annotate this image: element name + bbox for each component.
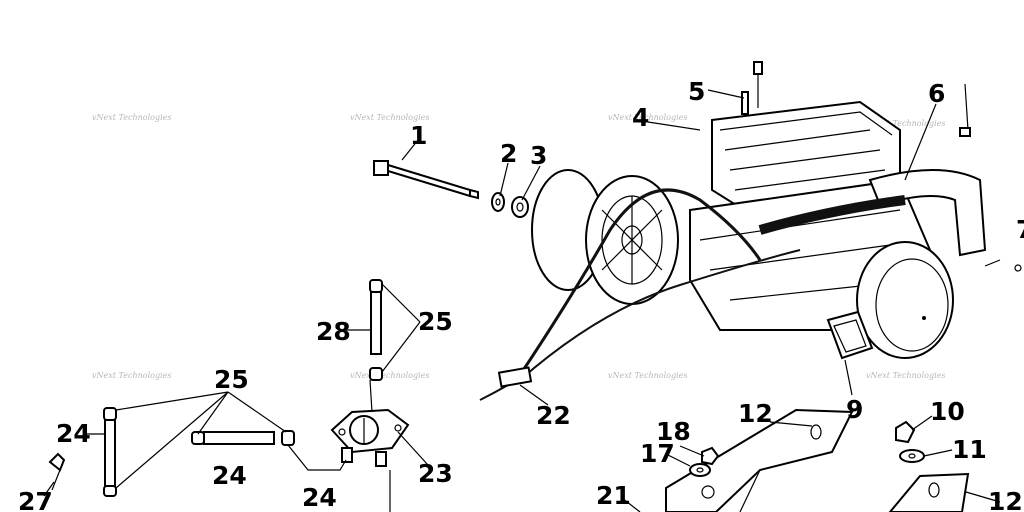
- engine-bracket-part: [888, 472, 970, 512]
- callout-label: 28: [316, 317, 351, 346]
- callout-label: 9: [846, 395, 863, 424]
- nut-part: [895, 420, 916, 444]
- callout-label: 27: [18, 487, 53, 512]
- watermark: vNext Technologies: [92, 113, 171, 122]
- callout-label: 7: [1016, 215, 1024, 244]
- callout-label: 10: [930, 397, 965, 426]
- callout-label: 12: [738, 399, 773, 428]
- tube-part: [103, 407, 117, 497]
- callout-label: 12: [988, 487, 1023, 512]
- callout-label: 6: [928, 79, 945, 108]
- callout-label: 21: [596, 481, 631, 510]
- washer-part: [689, 463, 711, 477]
- spacer-part: [511, 196, 529, 218]
- callout-labels: 1 2 3 4 5 6 7 9 10 11 12 12 17 18 21 22 …: [18, 77, 1024, 512]
- watermark-group: vNext Technologies vNext Technologies vN…: [92, 113, 945, 380]
- callout-label: 22: [536, 401, 571, 430]
- callout-label: 4: [632, 103, 649, 132]
- callout-label: 25: [214, 365, 249, 394]
- nut-part: [701, 446, 720, 466]
- tube-part: [191, 430, 347, 471]
- callout-label: 23: [418, 459, 453, 488]
- bolt-part: [373, 160, 479, 200]
- watermark: vNext Technologies: [92, 371, 171, 380]
- callout-label: 18: [656, 417, 691, 446]
- callout-label: 25: [418, 307, 453, 336]
- washer-part: [491, 192, 505, 212]
- watermark: vNext Technologies: [866, 371, 945, 380]
- engine-bracket-part: [665, 408, 854, 512]
- callout-label: 3: [530, 141, 547, 170]
- wing-nut-part: [48, 452, 66, 491]
- callout-label: 2: [500, 139, 517, 168]
- engine-assembly: [479, 61, 1022, 401]
- callout-label: 11: [952, 435, 987, 464]
- watermark: vNext Technologies: [608, 113, 687, 122]
- washer-part: [899, 449, 925, 463]
- callout-label: 24: [212, 461, 247, 490]
- leader-lines: [43, 89, 1001, 512]
- tube-part: [369, 279, 383, 381]
- callout-label: 17: [640, 439, 675, 468]
- callout-label: 1: [410, 121, 427, 150]
- mount-bracket-part: [330, 379, 410, 512]
- watermark: vNext Technologies: [866, 119, 945, 128]
- watermark: vNext Technologies: [350, 113, 429, 122]
- watermark: vNext Technologies: [350, 371, 429, 380]
- watermark: vNext Technologies: [608, 371, 687, 380]
- callout-label: 5: [688, 77, 705, 106]
- callout-label: 24: [56, 419, 91, 448]
- callout-label: 24: [302, 483, 337, 512]
